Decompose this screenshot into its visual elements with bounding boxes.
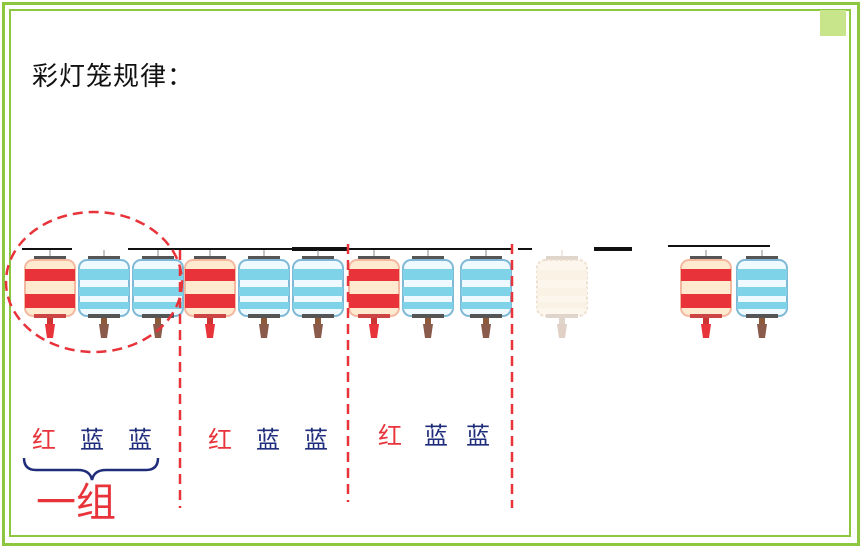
lantern-string xyxy=(292,247,348,251)
label-blue: 蓝 xyxy=(80,426,104,454)
lantern-string xyxy=(22,248,72,250)
blue-lantern xyxy=(130,250,186,350)
label-blue: 蓝 xyxy=(128,426,152,454)
lantern-string xyxy=(518,248,532,250)
blue-lantern xyxy=(734,250,790,350)
label-blue: 蓝 xyxy=(466,422,490,450)
lantern-string xyxy=(594,247,632,251)
slide-title: 彩灯笼规律： xyxy=(32,62,195,92)
corner-decoration xyxy=(820,10,846,36)
red-lantern xyxy=(182,250,238,350)
lantern-string xyxy=(668,245,770,247)
label-red: 红 xyxy=(32,426,56,454)
blue-lantern xyxy=(76,250,132,350)
label-red: 红 xyxy=(378,422,402,450)
faded-lantern xyxy=(534,250,590,350)
label-blue: 蓝 xyxy=(304,426,328,454)
red-lantern xyxy=(678,250,734,350)
red-lantern xyxy=(346,250,402,350)
red-lantern xyxy=(22,250,78,350)
blue-lantern xyxy=(236,250,292,350)
blue-lantern xyxy=(458,250,514,350)
group-brace xyxy=(22,457,160,481)
label-red: 红 xyxy=(208,426,232,454)
group-label: 一组 xyxy=(36,480,116,526)
lantern-string xyxy=(128,248,182,250)
label-blue: 蓝 xyxy=(256,426,280,454)
group-ellipse xyxy=(4,210,184,354)
label-blue: 蓝 xyxy=(424,422,448,450)
blue-lantern xyxy=(290,250,346,350)
blue-lantern xyxy=(400,250,456,350)
lantern-string xyxy=(182,248,292,250)
slide-border-inner xyxy=(9,9,851,537)
lantern-string xyxy=(348,248,512,250)
